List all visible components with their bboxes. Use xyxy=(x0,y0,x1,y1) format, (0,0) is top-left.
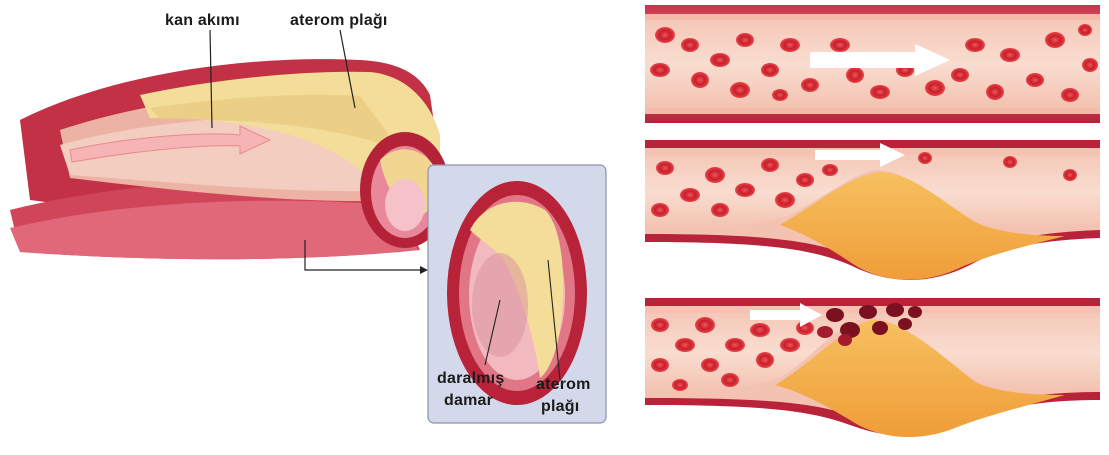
vessel-panel-plaque xyxy=(645,140,1100,280)
label-narrowed-line2: damar xyxy=(444,392,493,410)
vessel-panel-clot xyxy=(645,298,1100,437)
artery-longitudinal-view xyxy=(10,30,450,274)
label-narrowed-line1: daralmış xyxy=(437,370,504,388)
label-plaque-inset-line2: plağı xyxy=(541,398,579,416)
label-blood-flow: kan akımı xyxy=(165,12,240,30)
vessel-panel-healthy xyxy=(645,5,1100,123)
label-plaque-top: aterom plağı xyxy=(290,12,388,30)
label-plaque-inset-line1: aterom xyxy=(536,376,591,394)
